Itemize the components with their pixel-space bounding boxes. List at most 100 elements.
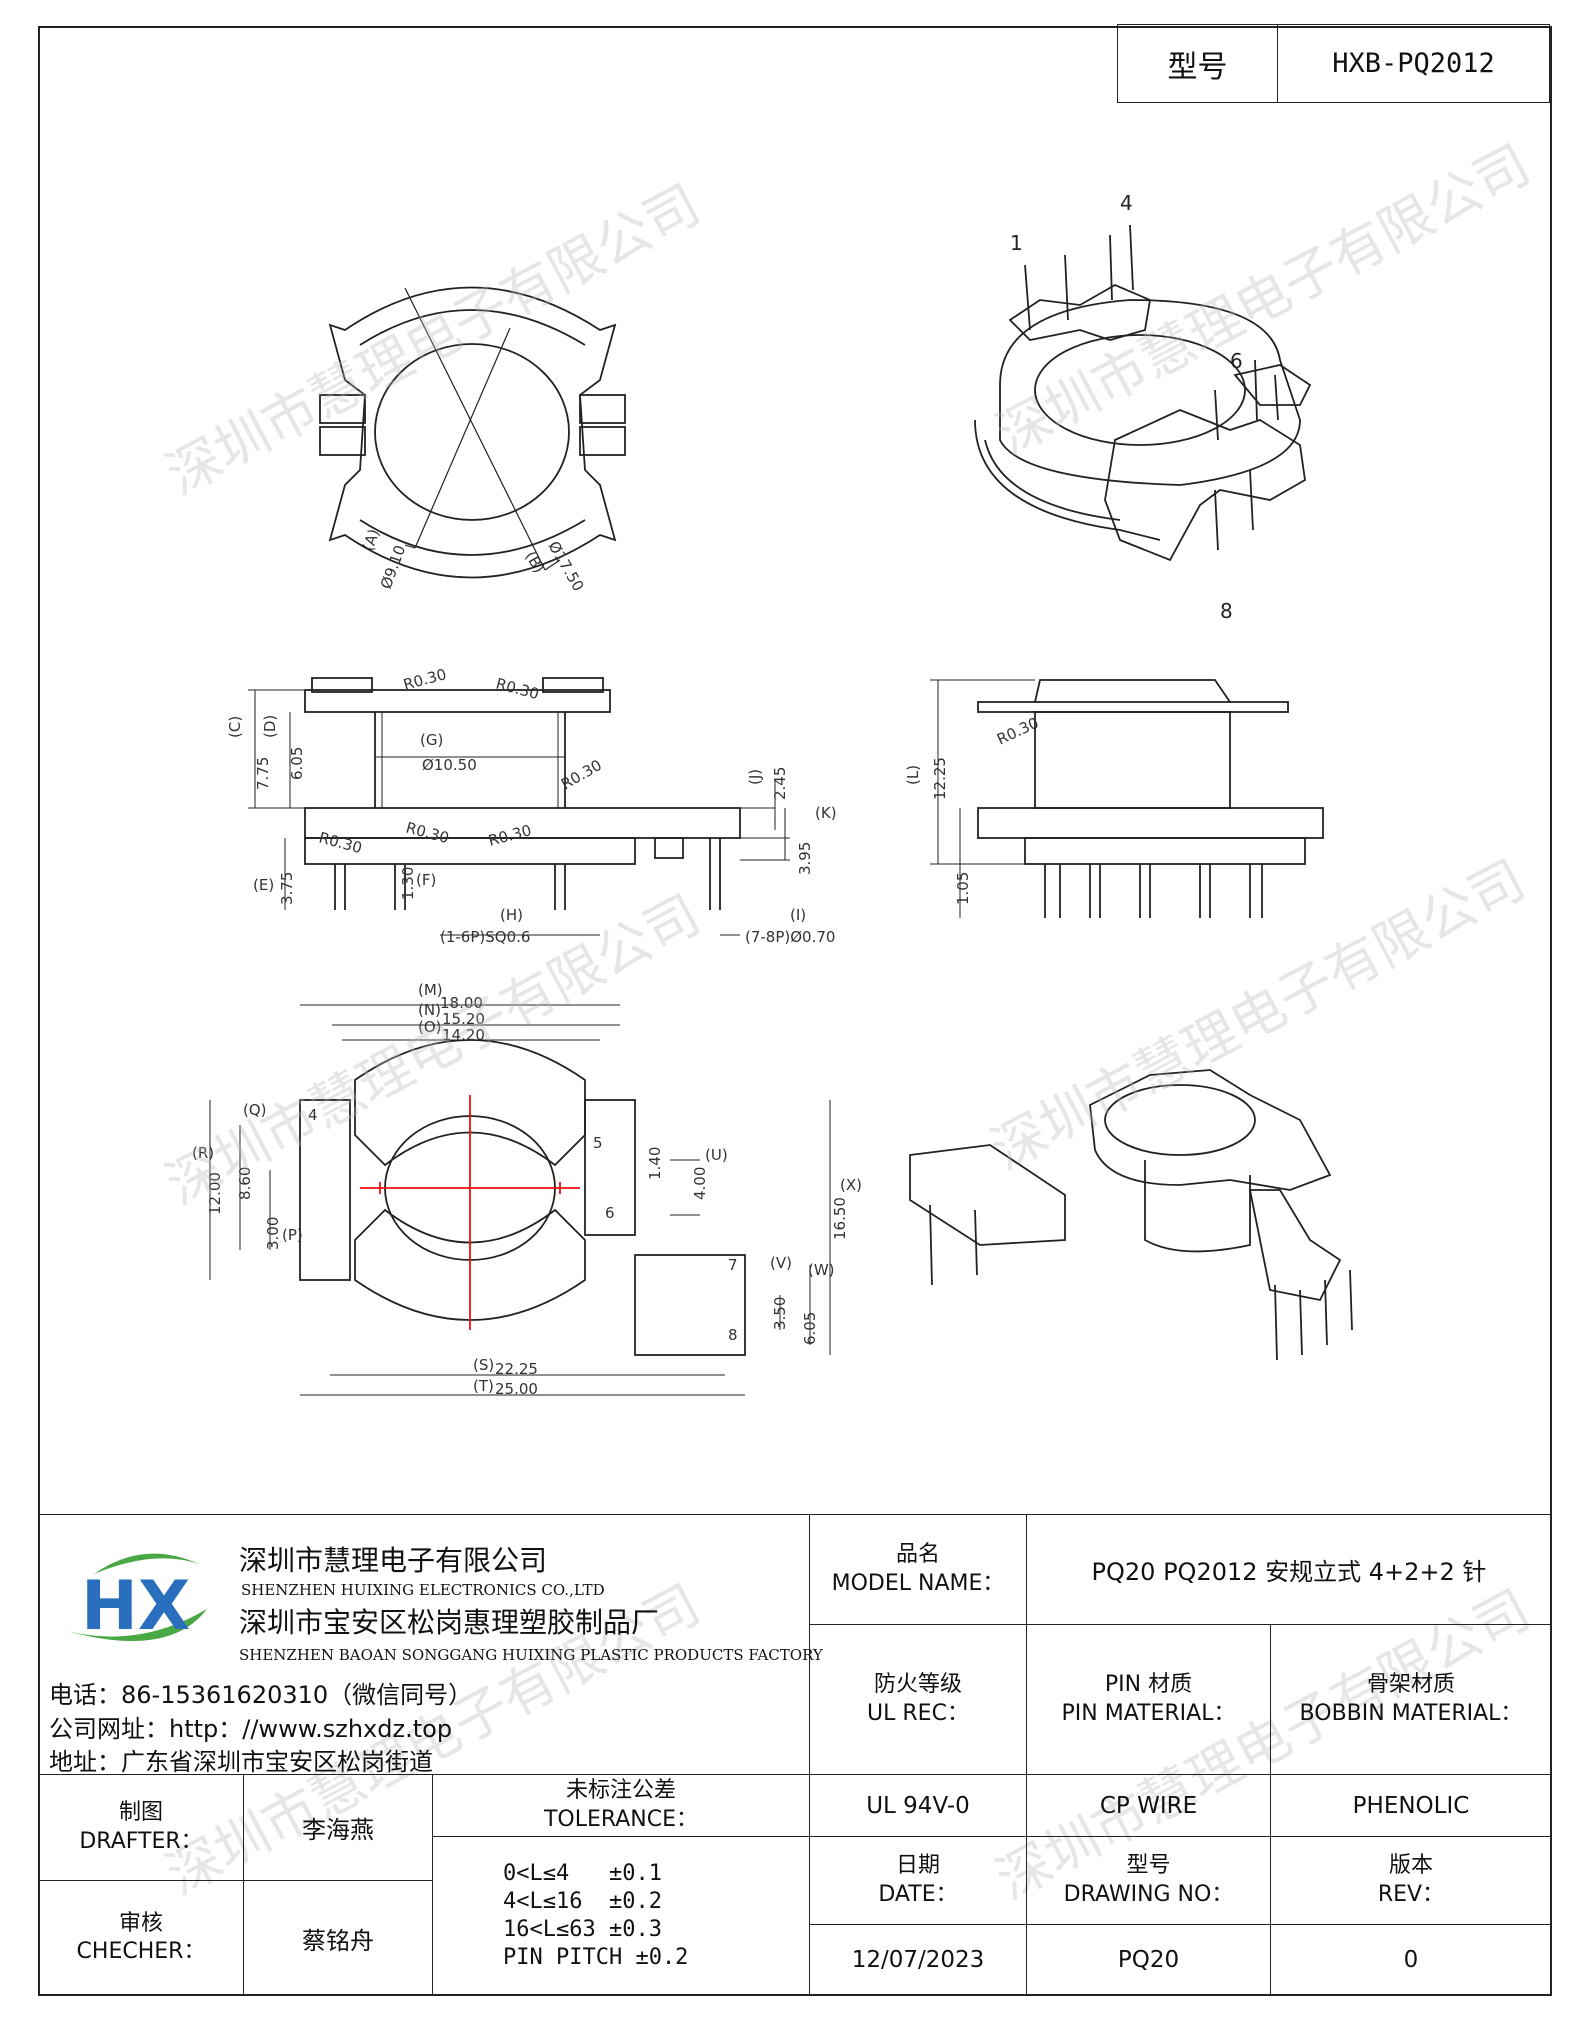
drafter-name: 李海燕 [302, 1816, 374, 1844]
model-name-en: MODEL NAME： [831, 1570, 1005, 1596]
checker-name-cell: 蔡铭舟 [243, 1880, 433, 1996]
dim-g-tag: (G) [420, 731, 443, 749]
model-value-cell: HXB-PQ2012 [1277, 24, 1550, 103]
drawing-en: DRAWING NO： [1063, 1881, 1234, 1907]
rev-value-cell: 0 [1270, 1924, 1552, 1996]
dim-u2: 4.00 [691, 1167, 709, 1200]
tolerance-line-1: 0<L≤4 ±0.1 [503, 1860, 662, 1886]
bottom-pin-8: 8 [728, 1326, 738, 1344]
bobbin-en: BOBBIN MATERIAL： [1299, 1700, 1523, 1726]
company-cell: HX 深圳市慧理电子有限公司 SHENZHEN HUIXING ELECTRON… [38, 1514, 823, 1776]
dim-p: 3.00 [264, 1217, 282, 1250]
dim-c: 7.75 [254, 757, 272, 790]
model-name-cn: 品名 [895, 1542, 940, 1568]
radius-5: R0.30 [486, 821, 533, 850]
checker-en: CHECHER： [76, 1939, 206, 1964]
drafter-cn: 制图 [118, 1800, 163, 1826]
dim-c-tag: (C) [226, 716, 244, 738]
dim-l: 12.25 [931, 757, 949, 800]
drafter-name-cell: 李海燕 [243, 1774, 433, 1881]
contact-website: 公司网址：http：//www.szhxdz.top [49, 1715, 453, 1743]
tolerance-line-4: PIN PITCH ±0.2 [503, 1945, 689, 1971]
dim-860: 8.60 [236, 1167, 254, 1200]
dim-r-tag: (R) [192, 1144, 214, 1162]
radius-2: R0.30 [494, 674, 541, 703]
drawing-value-cell: PQ20 [1026, 1924, 1271, 1996]
tolerance-cn: 未标注公差 [565, 1778, 676, 1804]
company-logo: HX [67, 1553, 207, 1646]
drafter-en: DRAFTER： [79, 1828, 203, 1854]
dim-r: 12.00 [206, 1172, 224, 1215]
drawing-value: PQ20 [1117, 1947, 1180, 1973]
dim-i-tag: (I) [790, 906, 806, 924]
dim-h: (1-6P)SQ0.6 [440, 928, 530, 946]
date-value-cell: 12/07/2023 [809, 1924, 1027, 1996]
ul-value: UL 94V-0 [866, 1792, 970, 1819]
checker-label-cell: 审核 CHECHER： [38, 1880, 244, 1996]
model-label: 型号 [1167, 49, 1228, 85]
ul-en: UL REC： [867, 1700, 969, 1726]
dim-f-tag: (F) [416, 871, 436, 889]
pin-cn: PIN 材质 [1104, 1672, 1193, 1698]
iso-view-top [974, 224, 1312, 562]
radius-6: R0.30 [317, 828, 364, 857]
dim-u: 1.40 [646, 1147, 664, 1180]
bottom-pin-4: 4 [308, 1106, 318, 1124]
ul-cn: 防火等级 [873, 1672, 962, 1698]
dim-u-tag: (U) [705, 1146, 728, 1164]
pin-value-cell: CP WIRE [1026, 1774, 1271, 1837]
dim-a: Ø9.10 [377, 543, 409, 592]
dim-105: 1.05 [954, 872, 972, 905]
bottom-pin-6: 6 [605, 1204, 615, 1222]
dim-x-tag: (X) [840, 1176, 862, 1194]
dim-m-tag: (M) [418, 981, 443, 999]
dim-g: Ø10.50 [422, 756, 477, 774]
dim-l-tag: (L) [904, 765, 922, 785]
checker-cn: 审核 [118, 1910, 163, 1936]
tolerance-line-2: 4<L≤16 ±0.2 [503, 1888, 662, 1914]
pin-en: PIN MATERIAL： [1061, 1700, 1236, 1726]
tolerance-line-3: 16<L≤63 ±0.3 [503, 1917, 662, 1942]
dim-w-tag: (W) [808, 1261, 835, 1279]
dim-m: 18.00 [440, 994, 483, 1012]
date-cn: 日期 [895, 1853, 940, 1879]
dim-p-tag: (P) [282, 1226, 303, 1244]
dim-q-tag: (Q) [243, 1101, 267, 1119]
dim-x: 16.50 [831, 1197, 849, 1240]
dim-s: 22.25 [495, 1360, 538, 1378]
tolerance-values-cell: 0<L≤4 ±0.1 4<L≤16 ±0.2 16<L≤63 ±0.3 PIN … [432, 1836, 810, 1996]
rev-value: 0 [1403, 1947, 1419, 1973]
dim-d-tag: (D) [261, 715, 279, 738]
dim-o: 14.20 [442, 1026, 485, 1044]
model-label-cell: 型号 [1117, 24, 1278, 103]
dim-h-tag: (H) [500, 906, 523, 924]
ul-label-cell: 防火等级 UL REC： [809, 1624, 1027, 1775]
iso-view-bottom [909, 1069, 1353, 1361]
iso-pin-8: 8 [1220, 599, 1233, 623]
contact-address: 地址：广东省深圳市宝安区松岗街道 [49, 1748, 433, 1776]
drawing-cn: 型号 [1126, 1853, 1171, 1879]
dim-e-tag: (E) [253, 876, 274, 894]
bobbin-value: PHENOLIC [1352, 1792, 1470, 1819]
centerlines [360, 1095, 580, 1330]
front-view [248, 677, 790, 936]
pin-label-cell: PIN 材质 PIN MATERIAL： [1026, 1624, 1271, 1775]
bottom-pin-5: 5 [593, 1134, 603, 1152]
drawing-label-cell: 型号 DRAWING NO： [1026, 1836, 1271, 1925]
date-en: DATE： [878, 1881, 958, 1907]
tolerance-label-cell: 未标注公差 TOLERANCE： [432, 1774, 810, 1837]
pin-value: CP WIRE [1099, 1792, 1198, 1819]
ul-value-cell: UL 94V-0 [809, 1774, 1027, 1837]
dim-v-tag: (V) [770, 1254, 792, 1272]
company-name-cn: 深圳市慧理电子有限公司 [239, 1544, 548, 1577]
dim-t-tag: (T) [473, 1377, 494, 1395]
bobbin-label-cell: 骨架材质 BOBBIN MATERIAL： [1270, 1624, 1552, 1775]
contact-phone: 电话：86-15361620310（微信同号） [49, 1681, 473, 1709]
iso-pin-4: 4 [1120, 191, 1133, 215]
dim-w: 6.05 [801, 1312, 819, 1345]
dim-j-tag: (J) [746, 769, 764, 785]
dim-s-tag: (S) [473, 1356, 494, 1374]
radius-4: R0.30 [404, 818, 451, 847]
iso-pin-1: 1 [1010, 231, 1023, 255]
dim-d: 6.05 [288, 747, 306, 780]
